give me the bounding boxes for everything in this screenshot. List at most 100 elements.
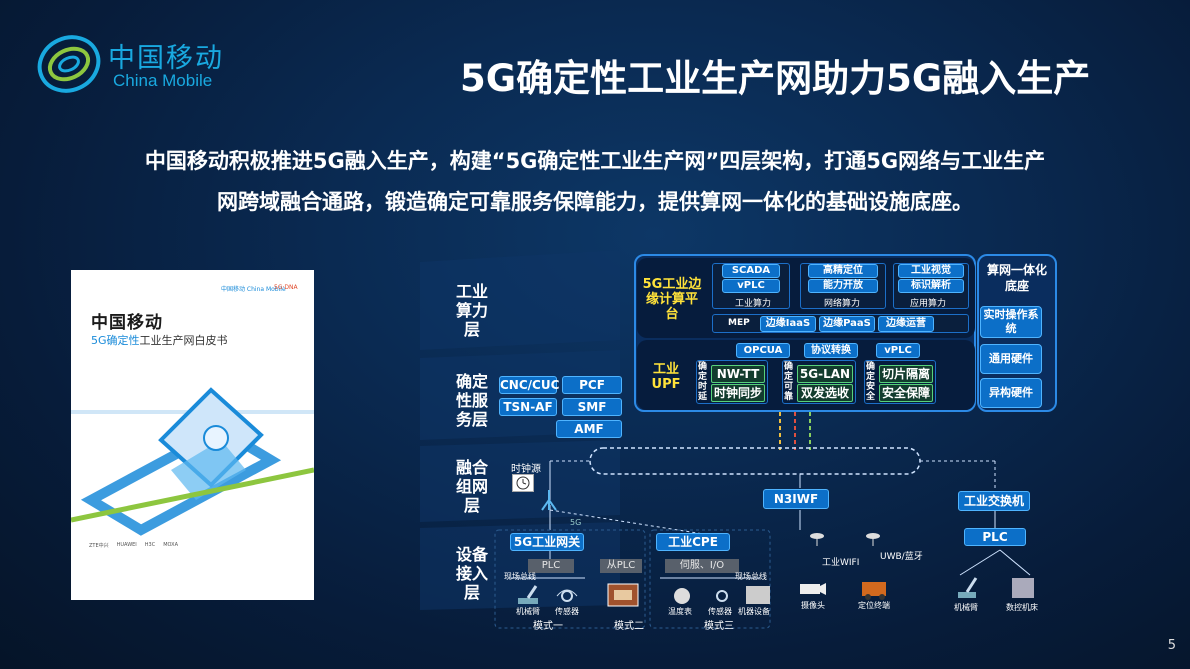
- subtitle-line-1: 中国移动积极推进5G融入生产，构建“5G确定性工业生产网”四层架构，打通5G网络…: [144, 149, 1046, 173]
- thermometer-label: 温度表: [668, 607, 692, 616]
- fieldbus-label-2: 现场总线: [735, 572, 767, 581]
- uwb-label: UWB/蓝牙: [880, 552, 923, 562]
- cover-title: 中国移动: [91, 313, 163, 333]
- cover-subtitle: 5G确定性工业生产网白皮书: [91, 332, 228, 348]
- sensor-label-2: 传感器: [708, 607, 732, 616]
- layer-label-compute: 工业算力层: [455, 282, 488, 339]
- camera-icon: [800, 583, 826, 595]
- cnc-label: 数控机床: [1006, 603, 1038, 612]
- 5g-link-label: 5G: [570, 518, 582, 527]
- latency-label: 确定时延: [698, 362, 708, 402]
- cover-brand: 中国移动 China Mobile: [221, 286, 286, 293]
- camera-label: 摄像头: [801, 601, 825, 610]
- machine-label: 机器设备: [738, 607, 770, 616]
- rtos-box: 实时操作系统: [980, 306, 1042, 338]
- mode-1-label: 模式一: [533, 621, 563, 632]
- edge-paas-tag: 边缘PaaS: [819, 316, 875, 332]
- thermometer-icon: [674, 588, 690, 604]
- mep-label: MEP: [728, 318, 750, 328]
- dual-send-tag: 双发选收: [797, 384, 853, 402]
- locator-label: 定位终端: [858, 601, 890, 610]
- mode-2-label: 模式二: [614, 621, 644, 632]
- sensor-label: 传感器: [555, 607, 579, 616]
- cover-brand2: 5G·DNA: [274, 284, 298, 291]
- cover-partner-logo: ZTE中兴: [89, 543, 109, 549]
- layer-label-network: 融合组网层: [455, 458, 488, 515]
- layer-label-service: 确定性服务层: [455, 372, 488, 429]
- opcua-tag: OPCUA: [736, 343, 790, 358]
- scada-tag: SCADA: [722, 264, 780, 278]
- 5g-lan-tag: 5G-LAN: [797, 365, 853, 383]
- security-group: [864, 360, 936, 404]
- slice-isolation-tag: 切片隔离: [879, 365, 933, 383]
- china-mobile-logo-icon: [37, 35, 101, 93]
- base-title: 算网一体化底座: [986, 263, 1047, 293]
- cnc-cuc-tag: CNC/CUC: [499, 376, 560, 394]
- fieldbus-label-1: 现场总线: [504, 572, 536, 581]
- plc-2-box: PLC: [964, 528, 1026, 546]
- cnc-machine-icon: [1012, 578, 1034, 598]
- n3iwf-box: N3IWF: [763, 489, 829, 509]
- cover-partner-logo: HUAWEI: [116, 542, 137, 548]
- protocol-convert-tag: 协议转换: [804, 343, 858, 358]
- industrial-switch-box: 工业交换机: [958, 491, 1030, 511]
- latency-group: [696, 360, 768, 404]
- capability-open-tag: 能力开放: [808, 279, 878, 293]
- forklift-icon: [862, 582, 886, 600]
- mode-3-label: 模式三: [704, 621, 734, 632]
- clock-icon: [512, 474, 534, 492]
- reliability-group: [782, 360, 856, 404]
- hetero-hw-box: 异构硬件: [980, 378, 1042, 408]
- industrial-compute-label: 工业算力: [735, 299, 772, 309]
- cover-artwork-icon: [71, 387, 314, 536]
- clock-source-label: 时钟源: [511, 464, 541, 475]
- app-compute-label: 应用算力: [910, 299, 947, 309]
- robot-arm-icon-2: [958, 577, 978, 598]
- tsn-af-tag: TSN-AF: [499, 398, 557, 416]
- nw-tt-tag: NW-TT: [711, 365, 765, 383]
- upf-title: 工业UPF: [651, 362, 681, 392]
- sensor-icon: [556, 589, 578, 602]
- robot-arm-icon: [518, 585, 538, 604]
- base-station-icon: [541, 490, 557, 511]
- subtitle-line-2: 网跨域融合通路，锻造确定可靠服务保障能力，提供算网一体化的基础设施底座。: [217, 190, 973, 214]
- logo-chinese: 中国移动: [108, 43, 224, 74]
- edge-ops-tag: 边缘运营: [878, 316, 934, 332]
- logo-english: China Mobile: [113, 71, 213, 90]
- smf-tag: SMF: [562, 398, 622, 416]
- network-lines: [494, 412, 1031, 629]
- network-compute-label: 网络算力: [824, 299, 861, 309]
- vision-tag: 工业视觉: [898, 264, 964, 278]
- cover-partner-logo: MOXA: [163, 542, 179, 548]
- whitepaper-cover: 中国移动 China Mobile 5G·DNA 中国移动 5G确定性工业生产网…: [71, 270, 314, 600]
- robot-arm-label-2: 机械臂: [954, 603, 978, 612]
- general-hw-box: 通用硬件: [980, 344, 1042, 374]
- plc-box: PLC: [528, 559, 574, 573]
- cover-subtitle-blue: 5G确定性: [91, 334, 140, 347]
- upf-vplc-tag: vPLC: [876, 343, 920, 358]
- wifi-label: 工业WIFI: [822, 558, 860, 568]
- amf-tag: AMF: [556, 420, 622, 438]
- page-number: 5: [1167, 638, 1176, 653]
- security-label: 确定安全: [866, 362, 876, 402]
- positioning-tag: 高精定位: [808, 264, 878, 278]
- robot-arm-label: 机械臂: [516, 607, 540, 616]
- cover-subtitle-rest: 工业生产网白皮书: [139, 334, 228, 347]
- id-resolution-tag: 标识解析: [898, 279, 964, 293]
- cover-partner-logo: H3C: [144, 542, 156, 548]
- sensor-icon: [716, 590, 728, 602]
- industrial-cpe-box: 工业CPE: [656, 533, 730, 551]
- machine-icon: [607, 583, 639, 607]
- security-guarantee-tag: 安全保障: [879, 384, 933, 402]
- equipment-icon: [746, 586, 770, 604]
- vplc-tag: vPLC: [722, 279, 780, 293]
- reliability-label: 确定可靠: [784, 362, 794, 402]
- pcf-tag: PCF: [562, 376, 622, 394]
- uwb-anchor-icon: [866, 533, 880, 546]
- edge-platform-title: 5G工业边缘计算平台: [642, 277, 702, 322]
- page-title: 5G确定性工业生产网助力5G融入生产: [460, 57, 1091, 100]
- layer-label-access: 设备接入层: [455, 545, 488, 602]
- slave-plc-box: 从PLC: [600, 559, 642, 573]
- wifi-ap-icon: [810, 533, 824, 546]
- 5g-gateway-box: 5G工业网关: [510, 533, 584, 551]
